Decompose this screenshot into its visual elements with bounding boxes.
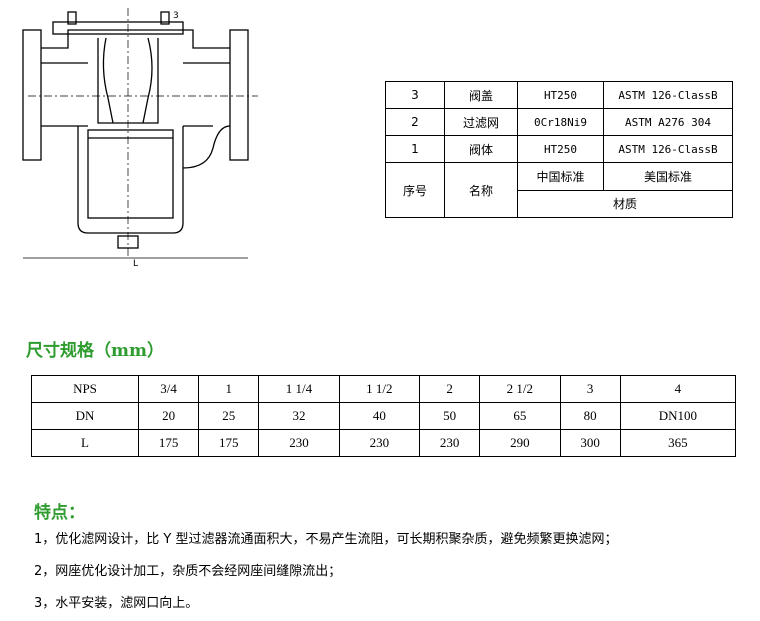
material-table: 3 阀盖 HT250 ASTM 126-ClassB 2 过滤网 0Cr18Ni…: [385, 81, 733, 218]
table-row: 3 阀盖 HT250 ASTM 126-ClassB: [385, 81, 733, 109]
nps-cell: 1 1/4: [258, 375, 340, 403]
cell-cn-standard: HT250: [517, 81, 604, 109]
l-cell: 365: [619, 429, 737, 457]
l-cell: 290: [479, 429, 561, 457]
features-title: 特点：: [34, 503, 85, 523]
dn-cell: 50: [418, 402, 481, 430]
nps-cell: 3/4: [137, 375, 200, 403]
cell-no: 1: [385, 135, 445, 163]
table-header-row: 序号 名称 中国标准 美国标准: [385, 162, 733, 218]
nps-cell: 2 1/2: [479, 375, 561, 403]
feature-item: 1，优化滤网设计，比 Y 型过滤器流通面积大，不易产生流阻，可长期积聚杂质，避免…: [34, 532, 618, 547]
l-cell: 230: [418, 429, 481, 457]
nps-cell: 1 1/2: [338, 375, 421, 403]
cell-no: 2: [385, 108, 445, 136]
size-spec-title: 尺寸规格（mm）: [26, 341, 164, 361]
right-flange: [229, 29, 249, 161]
cell-us-standard: ASTM 126-ClassB: [603, 81, 733, 109]
table-header-row: 材质: [386, 189, 733, 218]
table-row: 2 过滤网 0Cr18Ni9 ASTM A276 304: [385, 108, 733, 136]
nps-cell: 2: [418, 375, 481, 403]
dn-cell: 40: [338, 402, 421, 430]
feature-item: 2，网座优化设计加工，杂质不会经网座间缝隙流出；: [34, 564, 342, 579]
feature-item: 3，水平安装，滤网口向上。: [34, 596, 199, 611]
strainer-section-drawing: 3 L: [22, 8, 258, 268]
dimension-label-l: L: [133, 259, 138, 268]
dn-cell: 20: [137, 402, 200, 430]
row-label-dn: DN: [31, 402, 139, 430]
l-cell: 300: [559, 429, 621, 457]
row-label-nps: NPS: [31, 375, 139, 403]
callout-3: 3: [173, 11, 179, 21]
cell-name: 阀盖: [444, 81, 518, 109]
cell-cn-standard: HT250: [517, 135, 604, 163]
l-cell: 175: [137, 429, 200, 457]
cell-us-standard: ASTM A276 304: [603, 108, 733, 136]
filter-basket: [87, 129, 174, 219]
nps-cell: 3: [559, 375, 621, 403]
header-no: 序号: [385, 162, 445, 218]
l-cell: 175: [198, 429, 260, 457]
dn-cell: 65: [479, 402, 561, 430]
header-material: 材质: [517, 189, 733, 218]
cell-name: 过滤网: [444, 108, 518, 136]
dn-cell: 80: [559, 402, 621, 430]
table-row-dn: DN 20 25 32 40 50 65 80 DN100: [31, 402, 737, 430]
nps-cell: 4: [619, 375, 737, 403]
header-cn-standard: 中国标准: [517, 162, 604, 191]
row-label-l: L: [31, 429, 139, 457]
nps-cell: 1: [198, 375, 260, 403]
table-row: 1 阀体 HT250 ASTM 126-ClassB: [385, 135, 733, 163]
cell-us-standard: ASTM 126-ClassB: [603, 135, 733, 163]
cover-plate: [52, 21, 184, 35]
dn-cell: DN100: [619, 402, 737, 430]
l-cell: 230: [338, 429, 421, 457]
l-cell: 230: [258, 429, 340, 457]
dn-cell: 32: [258, 402, 340, 430]
cell-name: 阀体: [444, 135, 518, 163]
cell-no: 3: [385, 81, 445, 109]
size-table: NPS 3/4 1 1 1/4 1 1/2 2 2 1/2 3 4 DN 20 …: [31, 375, 737, 457]
dn-cell: 25: [198, 402, 260, 430]
header-us-standard: 美国标准: [603, 162, 733, 191]
table-row-l: L 175 175 230 230 230 290 300 365: [31, 429, 737, 457]
table-row-nps: NPS 3/4 1 1 1/4 1 1/2 2 2 1/2 3 4: [31, 375, 737, 403]
cell-cn-standard: 0Cr18Ni9: [517, 108, 604, 136]
left-flange: [22, 29, 42, 161]
header-name: 名称: [444, 162, 518, 218]
